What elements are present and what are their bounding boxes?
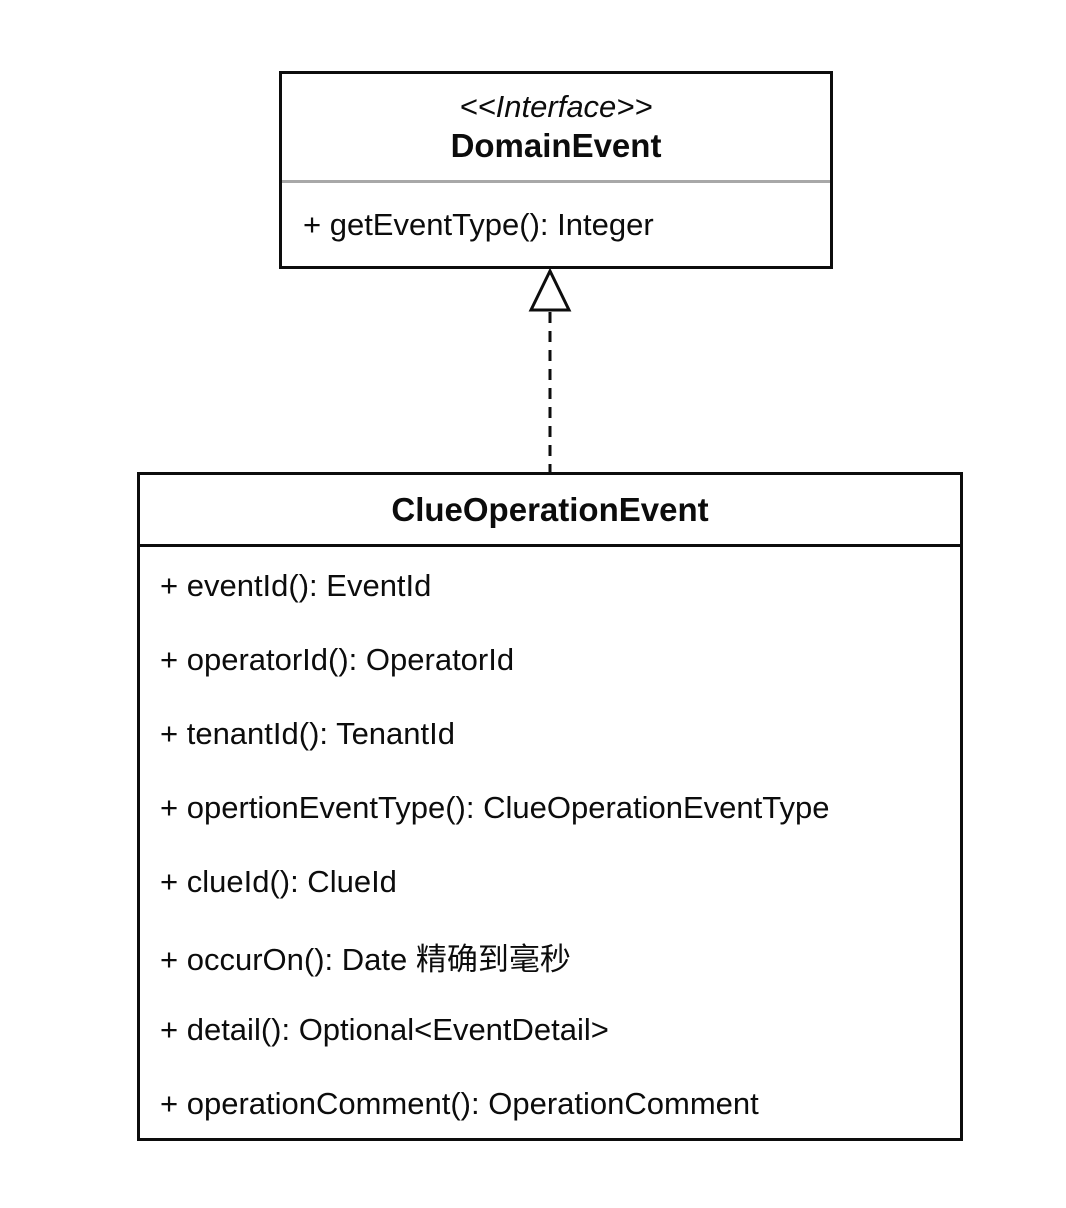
interface-header: <<Interface>> DomainEvent xyxy=(282,74,830,180)
class-box-clueoperationevent: ClueOperationEvent + eventId(): EventId … xyxy=(137,472,963,1141)
interface-box-domainevent: <<Interface>> DomainEvent + getEventType… xyxy=(279,71,833,269)
class-method-opertioneventtype: + opertionEventType(): ClueOperationEven… xyxy=(160,790,830,825)
realization-arrow xyxy=(528,268,572,474)
class-method-tenantid: + tenantId(): TenantId xyxy=(160,716,455,751)
class-method-clueid: + clueId(): ClueId xyxy=(160,864,397,899)
class-method-detail: + detail(): Optional<EventDetail> xyxy=(160,1012,609,1047)
class-method-operationcomment: + operationComment(): OperationComment xyxy=(160,1086,759,1121)
class-method-eventid: + eventId(): EventId xyxy=(160,568,432,603)
class-name-label: ClueOperationEvent xyxy=(140,475,960,547)
interface-name-label: DomainEvent xyxy=(450,126,662,164)
interface-method-geteventtype: + getEventType(): Integer xyxy=(303,206,654,242)
class-method-occuron: + occurOn(): Date 精确到毫秒 xyxy=(160,941,571,977)
class-methods-compartment: + eventId(): EventId + operatorId(): Ope… xyxy=(140,547,960,1141)
hollow-triangle-arrowhead xyxy=(528,268,572,312)
class-method-operatorid: + operatorId(): OperatorId xyxy=(160,642,515,677)
interface-stereotype-label: <<Interface>> xyxy=(459,88,653,124)
interface-compartment-divider xyxy=(282,180,830,183)
